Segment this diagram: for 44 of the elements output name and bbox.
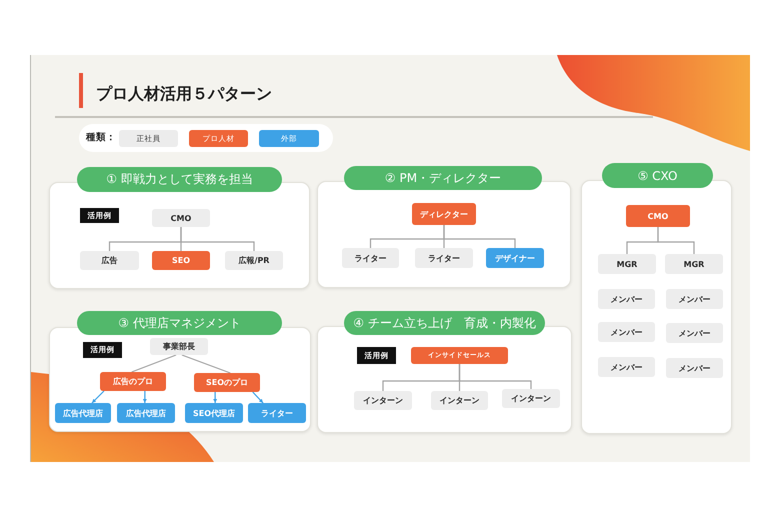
role-box: インターン (354, 391, 412, 410)
role-box: SEOのプロ (194, 373, 260, 392)
arrow (92, 390, 104, 404)
role-box: CMO (626, 205, 690, 227)
role-box: デザイナー (486, 248, 544, 268)
role-box: MGR (665, 254, 723, 274)
heading-pill: ⑤ CXO (602, 163, 713, 188)
role-box: メンバー (666, 289, 723, 309)
role-box: ライター (415, 248, 473, 268)
role-box: ディレクター (412, 203, 476, 225)
connector-line (657, 227, 695, 254)
role-box: インターン (431, 391, 488, 410)
role-box: メンバー (598, 289, 655, 309)
role-box: 広告のプロ (100, 372, 166, 391)
role-box: メンバー (666, 358, 723, 378)
role-box: ライター (342, 248, 399, 268)
role-box: 広告代理店 (55, 403, 111, 423)
role-box: インターン (502, 389, 560, 408)
connector-line (443, 225, 516, 248)
page-title: プロ人材活用５パターン (96, 83, 272, 105)
role-box: 広報/PR (225, 251, 283, 270)
connector-line (182, 354, 230, 374)
heading-pill: ④ チーム立ち上げ 育成・内製化 (344, 311, 545, 335)
role-box: 広告代理店 (117, 403, 175, 423)
arrow (213, 392, 218, 403)
connector-line (131, 354, 176, 373)
heading-pill: ② PM・ディレクター (344, 166, 542, 190)
role-box: メンバー (666, 323, 723, 343)
heading-pill: ③ 代理店マネジメント (77, 311, 282, 335)
role-box: ライター (248, 403, 306, 423)
role-box: SEO代理店 (185, 403, 243, 423)
role-box: 広告 (80, 251, 139, 270)
arrow (142, 391, 147, 403)
role-box: メンバー (598, 357, 655, 377)
connector-line (180, 227, 255, 251)
role-box: 事業部長 (150, 338, 208, 355)
heading-pill: ① 即戦力として実務を担当 (77, 167, 282, 192)
connector-line (458, 364, 532, 389)
role-box: CMO (152, 209, 210, 227)
role-box: メンバー (598, 322, 655, 342)
role-box: MGR (598, 254, 656, 274)
legend-heading: 種類： (86, 131, 116, 145)
arrow (252, 392, 264, 404)
role-box: SEO (152, 251, 210, 270)
